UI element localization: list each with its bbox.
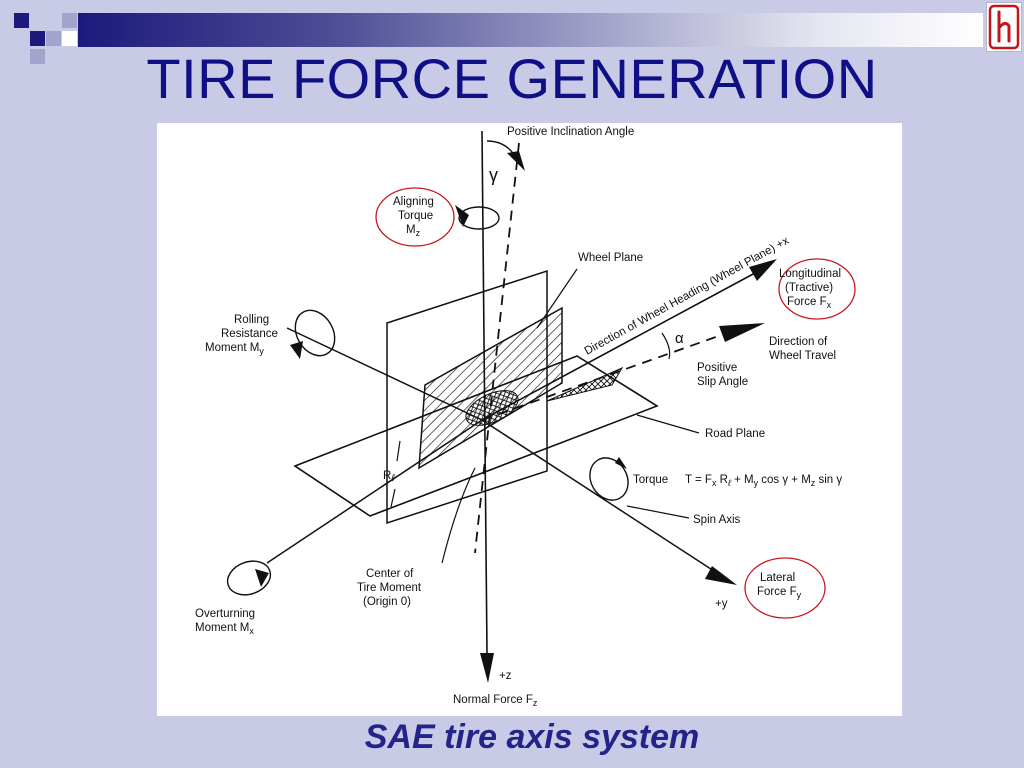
corner-square [14,13,29,28]
label-slip-2: Slip Angle [697,376,748,388]
label-plus-z: +z [499,670,512,682]
label-center-2: Tire Moment [357,582,422,594]
aligning-torque-arrowhead [455,205,469,227]
wheel-plane [418,306,563,470]
label-overturning-1: Overturning [195,608,255,620]
corner-squares-decoration [0,0,80,64]
x-axis-back [266,419,483,564]
y-axis [481,419,718,574]
label-plus-y: +y [715,598,728,610]
z-axis [481,130,488,654]
label-lateral-2: Force Fy [757,586,802,600]
y-axis-arrowhead [705,566,737,585]
overturning-rotation [226,560,272,596]
rolling-resistance-rotation [294,309,336,357]
label-rolling-3: Moment My [205,342,264,356]
label-longitudinal-1: Longitudinal [779,268,841,280]
h-logo-icon [986,2,1022,52]
inclination-line [474,142,520,554]
travel-direction-line [481,332,728,421]
highlight-lateral-force [744,557,826,619]
leader-center [441,467,476,564]
vertical-plane [386,269,548,525]
contact-patch [465,390,519,426]
travel-arrowhead [719,323,765,342]
slide-title: TIRE FORCE GENERATION [146,47,878,110]
title-gradient-bar [78,13,983,47]
inclination-arrowhead [507,151,525,171]
x-axis-arrowhead [749,259,777,281]
label-spin-axis: Spin Axis [693,514,741,526]
leader-wheel-plane [536,268,578,329]
corner-square [62,13,77,28]
label-gamma: γ [489,165,498,185]
spin-axis-line-back [286,327,483,421]
label-longitudinal-3: Force Fx [787,296,832,310]
leader-road-plane [636,414,700,434]
x-axis-heading [481,272,756,421]
label-wheel-plane: Wheel Plane [578,252,643,264]
highlight-longitudinal-force [778,258,856,320]
label-aligning-2: Torque [398,210,433,222]
corner-square [46,31,61,46]
label-aligning-3: Mz [406,224,421,238]
leader-spin-axis [626,505,690,519]
r-l-marker-top [396,440,401,462]
label-center-1: Center of [366,568,414,580]
label-slip-1: Positive [697,362,737,374]
overturning-arrowhead [255,569,269,587]
slip-angle-arc [661,332,671,360]
highlight-aligning-torque [375,187,455,247]
label-road-plane: Road Plane [705,428,765,440]
rolling-resistance-arrowhead [290,341,303,359]
label-torque-equation: T = Fx Rℓ + My cos γ + Mz sin γ [685,474,842,488]
corner-square [62,31,77,46]
r-l-marker-bottom [390,488,396,508]
z-axis-arrowhead [480,653,494,683]
label-overturning-2: Moment Mx [195,622,254,636]
corner-square [30,31,45,46]
label-travel-2: Wheel Travel [769,350,836,362]
tire-axis-diagram: Positive Inclination Angle γ Aligning To… [157,123,902,716]
label-longitudinal-2: (Tractive) [785,282,833,294]
label-aligning-1: Aligning [393,196,434,208]
aligning-torque-rotation [458,206,500,230]
label-normal-force: Normal Force Fz [453,694,538,708]
spin-torque-arrowhead [615,457,627,469]
label-travel-1: Direction of [769,336,828,348]
label-torque: Torque [633,474,668,486]
label-rolling-2: Resistance [221,328,278,340]
label-alpha: α [675,330,684,347]
label-lateral-1: Lateral [760,572,795,584]
figure-caption: SAE tire axis system [364,718,700,756]
spin-torque-rotation [589,457,629,501]
label-r-l: Rℓ [383,470,395,484]
corner-square [30,49,45,64]
label-inclination: Positive Inclination Angle [507,126,634,138]
label-rolling-1: Rolling [234,314,269,326]
label-center-3: (Origin 0) [363,596,411,608]
